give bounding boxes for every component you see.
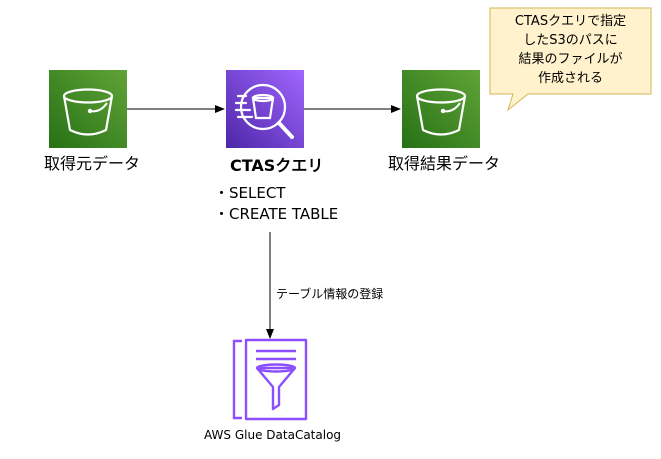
ctas-query-icon xyxy=(226,70,304,148)
callout-line-3: 結果のファイルが xyxy=(518,52,623,67)
callout-line-4: 作成される xyxy=(537,71,603,86)
source-bucket-icon xyxy=(49,70,127,148)
glue-catalog-label: AWS Glue DataCatalog xyxy=(204,428,342,442)
ctas-query-title: CTASクエリ xyxy=(230,156,324,175)
ctas-operations-list: ・SELECT ・CREATE TABLE xyxy=(214,183,338,225)
callout-text: CTASクエリで指定 したS3のパスに 結果のファイルが 作成される xyxy=(490,12,651,88)
callout-line-1: CTASクエリで指定 xyxy=(514,14,627,29)
glue-data-catalog-icon xyxy=(232,338,308,421)
result-bucket-icon xyxy=(402,70,480,148)
operation-item-create-table: ・CREATE TABLE xyxy=(214,205,339,223)
callout-line-2: したS3のパスに xyxy=(523,33,618,48)
operation-item-select: ・SELECT xyxy=(214,184,286,202)
callout-bubble xyxy=(489,7,652,112)
source-bucket-label: 取得元データ xyxy=(44,154,141,173)
result-bucket-label: 取得結果データ xyxy=(388,154,501,173)
catalog-edge-label: テーブル情報の登録 xyxy=(276,287,384,301)
